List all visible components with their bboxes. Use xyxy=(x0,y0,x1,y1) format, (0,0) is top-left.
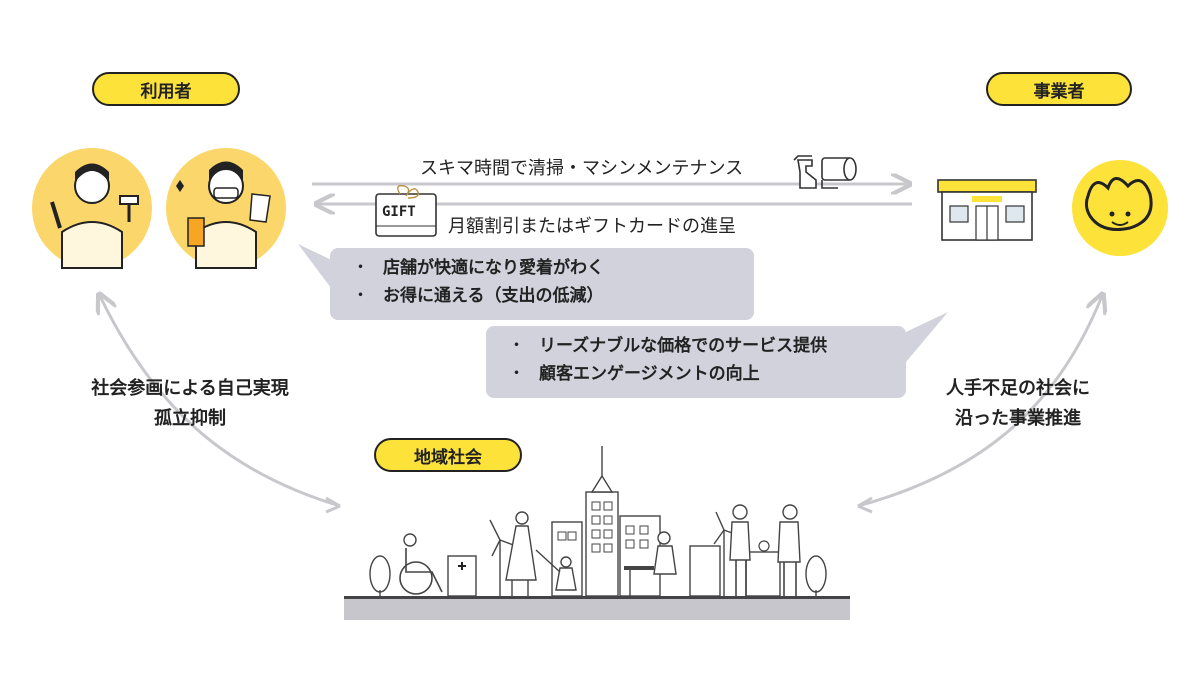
user-benefits-callout: 店舗が快適になり愛着がわく お得に通える（支出の低減） xyxy=(330,248,754,320)
city-illustration xyxy=(344,446,850,620)
paper-roll-icon xyxy=(821,157,857,189)
business-label: 事業者 xyxy=(986,72,1132,106)
person-with-spray-icon xyxy=(166,148,286,269)
user-label: 利用者 xyxy=(92,72,240,106)
right-side-line2: 沿った事業推進 xyxy=(955,408,1081,429)
gift-card-text: GIFT xyxy=(382,204,416,220)
list-item: お得に通える（支出の低減） xyxy=(352,282,734,310)
brand-logo-icon xyxy=(1072,160,1168,256)
arrow-community-to-user xyxy=(100,296,341,508)
right-side-text: 人手不足の社会に 沿った事業推進 xyxy=(918,374,1118,434)
right-side-line1: 人手不足の社会に xyxy=(946,378,1090,399)
user-benefits-list: 店舗が快適になり愛着がわく お得に通える（支出の低減） xyxy=(352,254,734,310)
flow-to-user-label: 月額割引またはギフトカードの進呈 xyxy=(448,216,736,237)
arrow-community-to-business xyxy=(857,296,1102,508)
store-icon xyxy=(937,179,1037,241)
list-item: 顧客エンゲージメントの向上 xyxy=(508,360,886,388)
arrow-right-head2 xyxy=(857,504,873,514)
community-label: 地域社会 xyxy=(374,438,522,472)
list-item: リーズナブルな価格でのサービス提供 xyxy=(508,332,886,360)
spray-bottle-icon xyxy=(793,155,817,189)
flow-to-business-label: スキマ時間で清掃・マシンメンテナンス xyxy=(420,158,744,179)
person-with-tools-icon xyxy=(32,148,152,269)
left-side-line2: 孤立抑制 xyxy=(154,408,226,429)
callout-tail-left xyxy=(298,244,340,300)
callout-tail-right xyxy=(906,312,948,362)
business-benefits-callout: リーズナブルな価格でのサービス提供 顧客エンゲージメントの向上 xyxy=(486,326,906,398)
list-item: 店舗が快適になり愛着がわく xyxy=(352,254,734,282)
business-benefits-list: リーズナブルな価格でのサービス提供 顧客エンゲージメントの向上 xyxy=(508,332,886,388)
left-side-line1: 社会参画による自己実現 xyxy=(91,378,289,399)
gift-card-icon xyxy=(375,184,437,237)
arrow-left-head2 xyxy=(325,504,341,514)
arrow-left-head xyxy=(325,496,341,508)
arrow-right-head xyxy=(857,496,873,508)
left-side-text: 社会参画による自己実現 孤立抑制 xyxy=(70,374,310,434)
